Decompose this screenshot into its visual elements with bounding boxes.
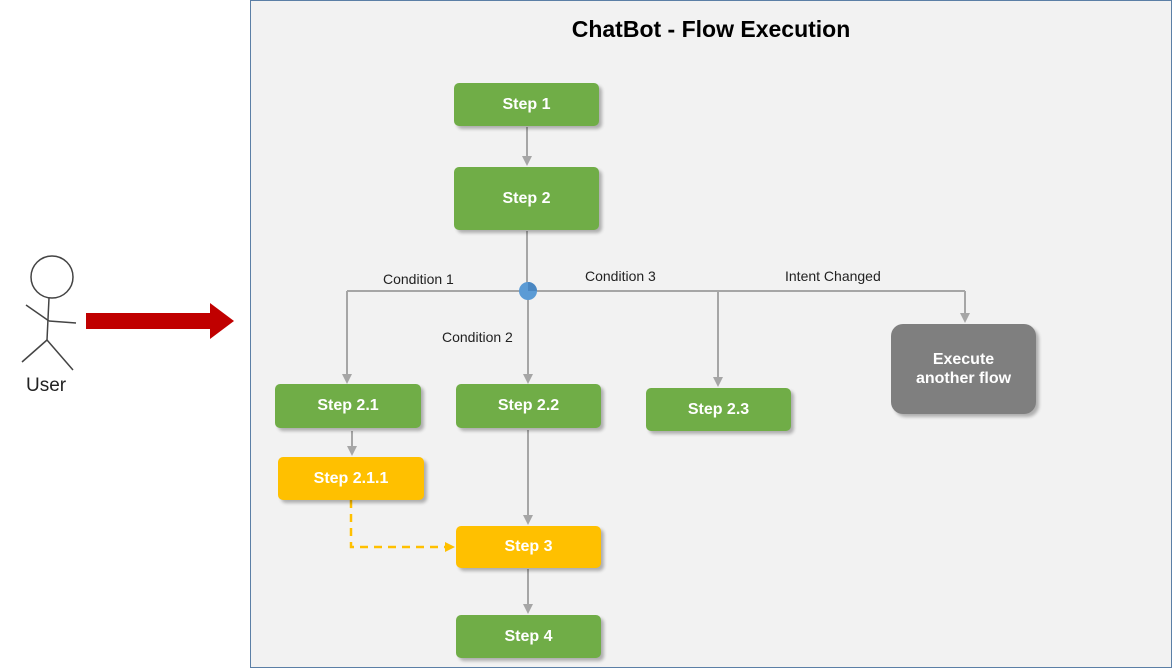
step-4-node: Step 4 (456, 615, 601, 658)
step-2-3-node: Step 2.3 (646, 388, 791, 431)
step-2-1-1-node: Step 2.1.1 (278, 457, 424, 500)
execute-another-flow-node: Execute another flow (891, 324, 1036, 414)
user-label: User (26, 375, 67, 396)
execute-line2: another flow (915, 370, 1012, 387)
page-title: ChatBot - Flow Execution (571, 16, 851, 42)
execute-line1: Execute (932, 351, 995, 368)
junction-decision-icon (519, 282, 537, 300)
step-3-node: Step 3 (456, 526, 601, 568)
user-input-arrow (86, 303, 234, 339)
edge-step211-step3-dashed (349, 500, 455, 552)
intent-changed-label: Intent Changed (785, 268, 881, 284)
step-2-2-node: Step 2.2 (456, 384, 601, 428)
step-2-node: Step 2 (454, 167, 599, 230)
user-stick-figure (21, 255, 77, 371)
condition1-label: Condition 1 (383, 271, 454, 287)
condition3-label: Condition 3 (585, 268, 656, 284)
step-1-node: Step 1 (454, 83, 599, 126)
step-2-1-node: Step 2.1 (275, 384, 421, 428)
condition2-label: Condition 2 (442, 329, 513, 345)
